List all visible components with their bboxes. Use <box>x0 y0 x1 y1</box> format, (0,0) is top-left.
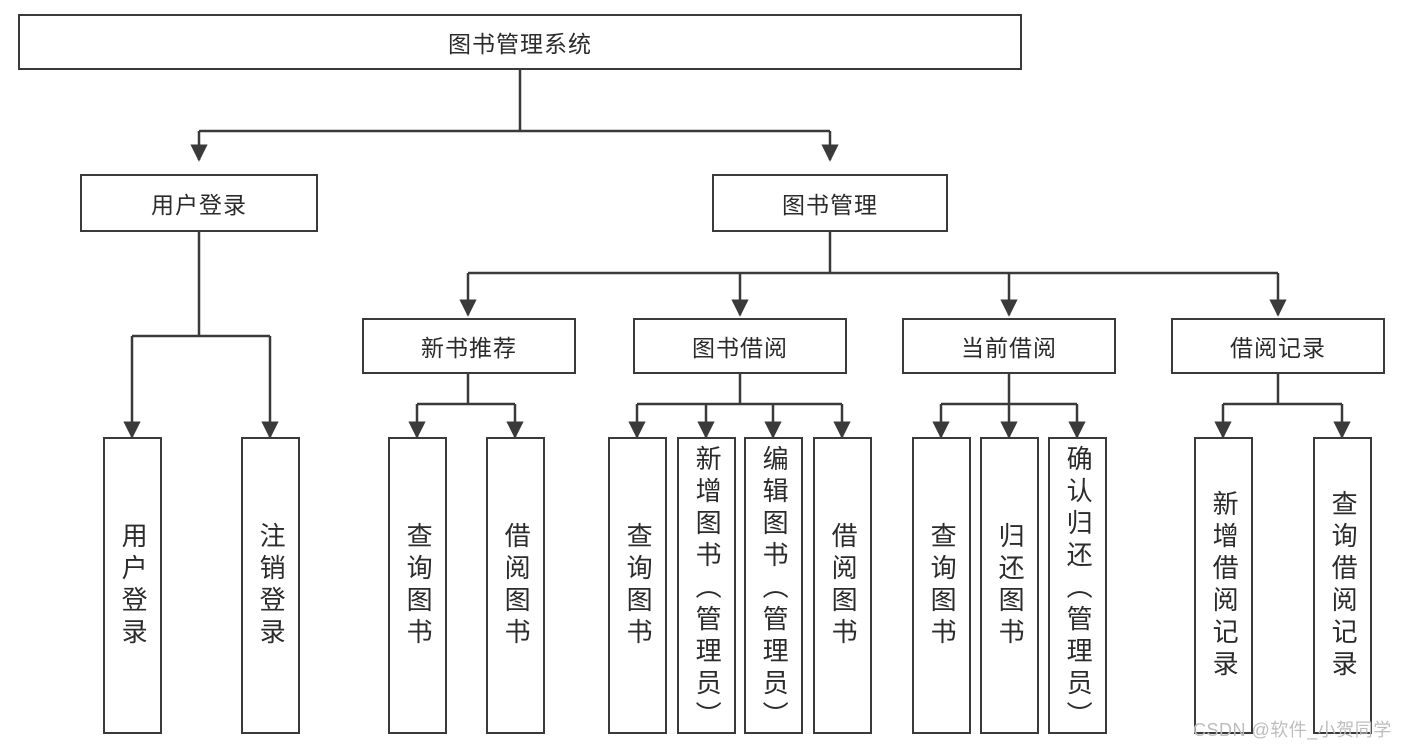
node-current-borrow[interactable]: 当前借阅 <box>902 318 1116 374</box>
leaf-user-login[interactable]: 用户登录 <box>103 437 162 734</box>
leaf-add-record[interactable]: 新增借阅记录 <box>1194 437 1253 734</box>
leaf-borrow-book-1[interactable]: 借阅图书 <box>486 437 545 734</box>
leaf-borrow-book-2[interactable]: 借阅图书 <box>813 437 872 734</box>
leaf-query-book-1[interactable]: 查询图书 <box>388 437 447 734</box>
leaf-confirm-return[interactable]: 确认归还（管理员） <box>1048 437 1107 734</box>
node-user-login[interactable]: 用户登录 <box>80 174 318 232</box>
leaf-add-book[interactable]: 新增图书（管理员） <box>677 437 736 734</box>
node-new-book-recommend[interactable]: 新书推荐 <box>362 318 576 374</box>
leaf-query-book-2[interactable]: 查询图书 <box>608 437 667 734</box>
leaf-query-book-3[interactable]: 查询图书 <box>912 437 971 734</box>
leaf-edit-book[interactable]: 编辑图书（管理员） <box>744 437 803 734</box>
csdn-watermark: CSDN @软件_小贺同学 <box>1193 720 1392 740</box>
node-root[interactable]: 图书管理系统 <box>18 14 1022 70</box>
leaf-return-book[interactable]: 归还图书 <box>980 437 1039 734</box>
node-book-manage[interactable]: 图书管理 <box>712 174 948 232</box>
leaf-logout-login[interactable]: 注销登录 <box>241 437 300 734</box>
node-book-borrow[interactable]: 图书借阅 <box>633 318 847 374</box>
node-borrow-record[interactable]: 借阅记录 <box>1171 318 1385 374</box>
leaf-query-record[interactable]: 查询借阅记录 <box>1313 437 1372 734</box>
